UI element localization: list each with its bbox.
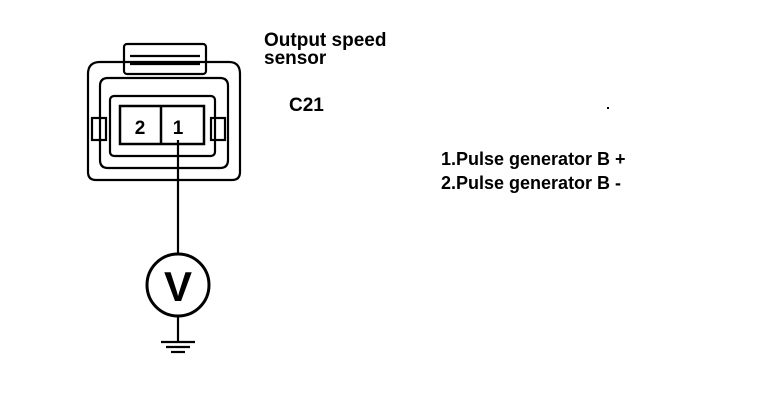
- pin-description: 2.Pulse generator B -: [441, 173, 622, 193]
- connector-inner-body: [98, 76, 230, 170]
- connector-side-tab-left: [90, 116, 108, 142]
- connector-id: C21: [289, 95, 324, 116]
- pin-description-list: 1.Pulse generator B + 2.Pulse generator …: [441, 147, 626, 195]
- sensor-title-line-1: Output speed: [264, 30, 387, 51]
- stray-mark: [607, 107, 609, 109]
- ground-icon: [161, 316, 195, 354]
- voltmeter-icon: V: [145, 252, 211, 318]
- connector-latch: [122, 42, 208, 76]
- pin-description: 1.Pulse generator B +: [441, 149, 626, 169]
- pin-number-1: 1: [173, 118, 184, 139]
- pin-number-2: 2: [135, 118, 146, 139]
- sensor-title-line-2: sensor: [264, 48, 327, 69]
- connector-icon: [86, 42, 242, 182]
- voltmeter-symbol: V: [164, 263, 192, 310]
- connector-terminal-window: [108, 94, 217, 158]
- connector-side-tab-right: [209, 116, 227, 142]
- connector-outer-body: [86, 60, 242, 182]
